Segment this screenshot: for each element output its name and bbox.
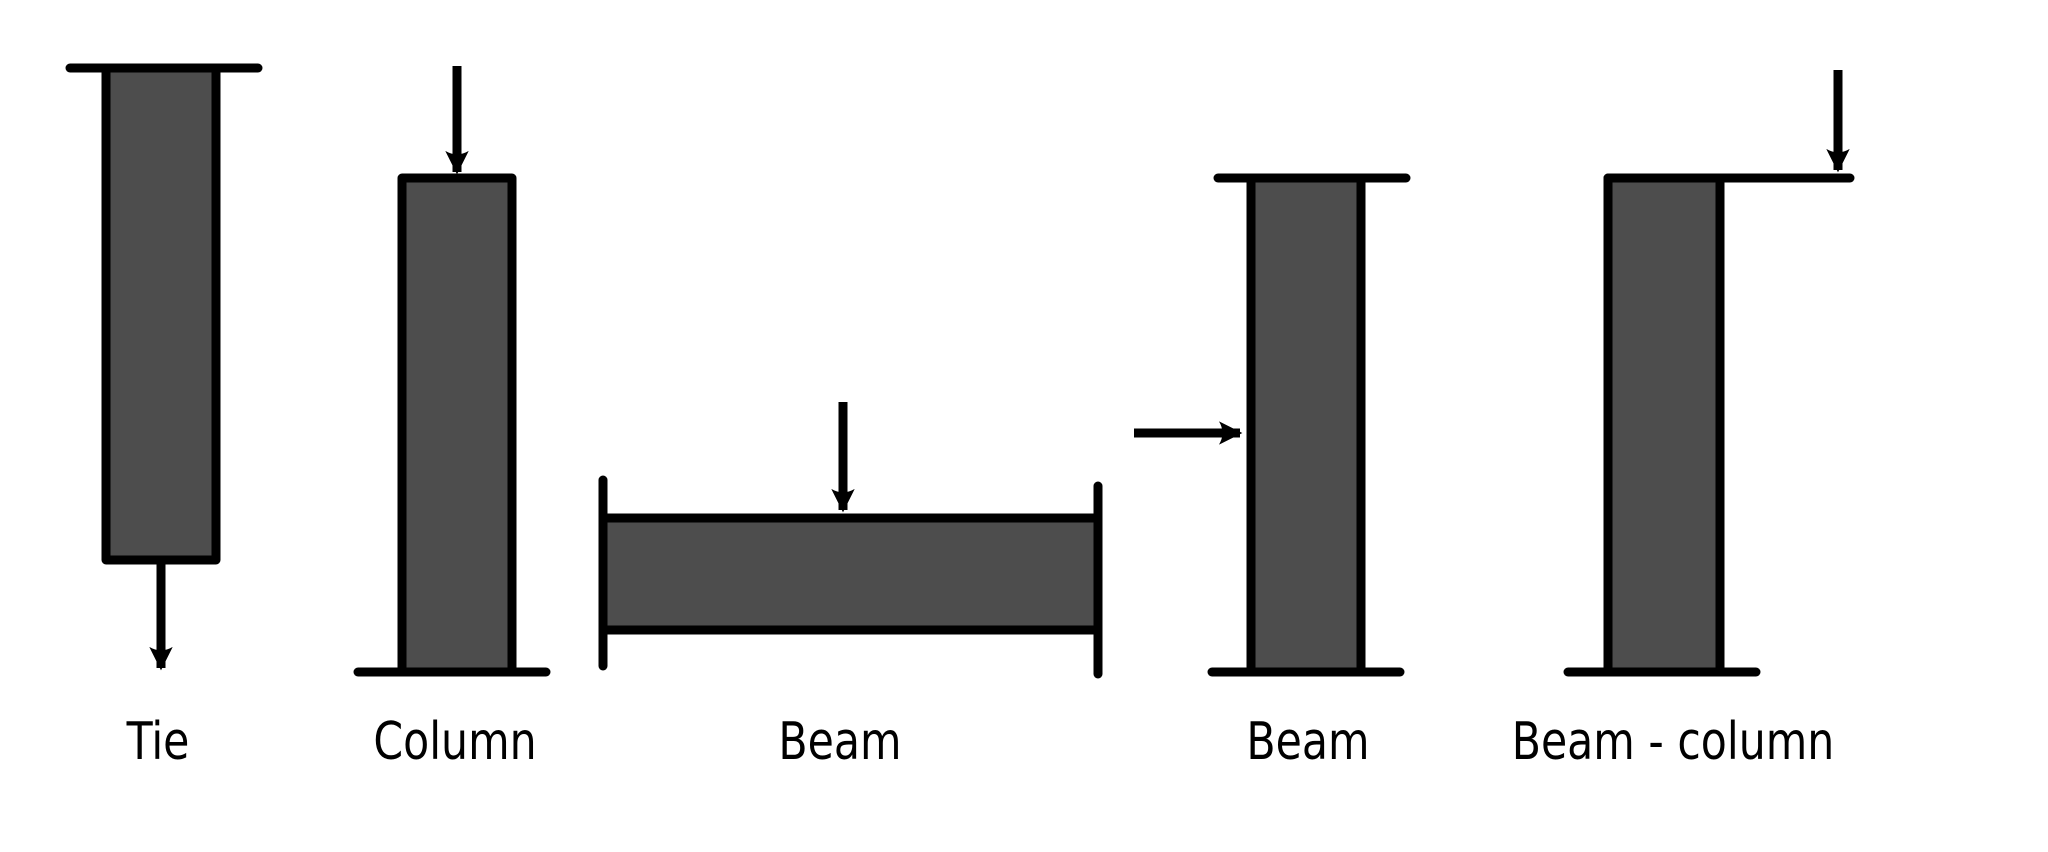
label-column: Column <box>373 712 537 772</box>
column-member <box>353 66 551 677</box>
label-tie: Tie <box>126 712 190 772</box>
label-beam-column: Beam - column <box>1511 712 1835 772</box>
beam-vertical-bar <box>1246 173 1366 677</box>
beam-vertical-member <box>1134 173 1411 677</box>
beam-column-bar <box>1603 173 1725 677</box>
label-beam-vertical: Beam <box>1246 712 1370 772</box>
column-bar <box>397 173 517 677</box>
beam-horizontal-bar <box>598 513 1103 635</box>
label-beam-horizontal: Beam <box>778 712 902 772</box>
tie-bar <box>101 63 221 565</box>
tie-member <box>65 63 263 671</box>
beam-column-member <box>1563 70 1855 677</box>
beam-horizontal-member <box>598 402 1103 679</box>
